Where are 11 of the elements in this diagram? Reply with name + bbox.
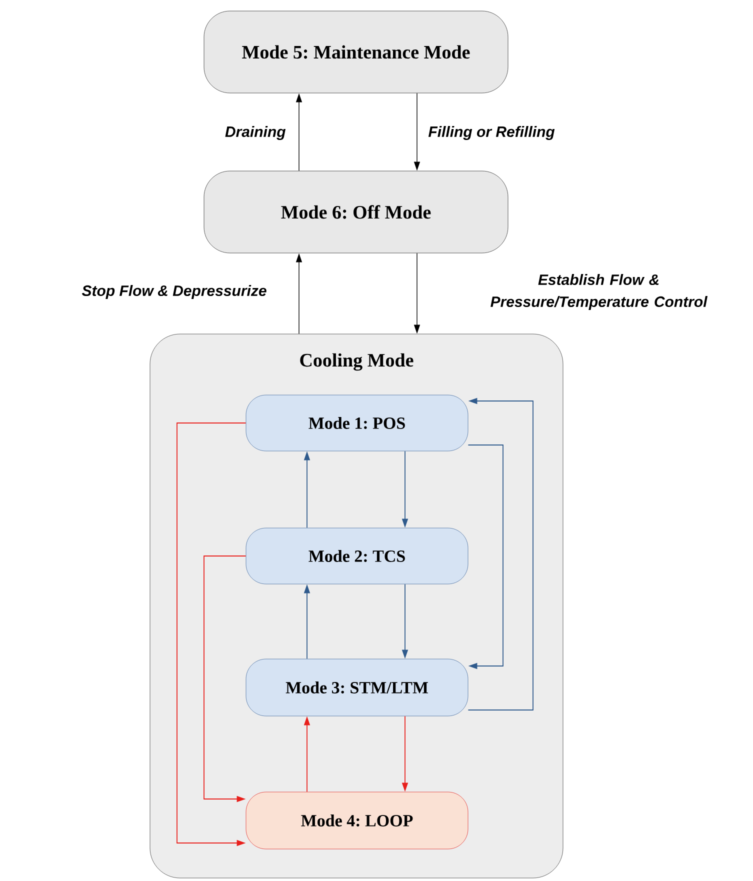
- edge-label: Draining: [225, 126, 286, 140]
- arrow: [468, 444, 504, 670]
- edge-label: Filling or Refilling: [428, 126, 555, 140]
- state-box: Mode 3: STM/LTM: [246, 658, 468, 716]
- state-box: Mode 6: Off Mode: [204, 170, 508, 254]
- edge-label: Stop Flow & Depressurize: [82, 285, 266, 299]
- state-box: Mode 2: TCS: [246, 528, 468, 584]
- state-box: Mode 4: LOOP: [246, 792, 468, 850]
- state-box: Mode 5: Maintenance Mode: [204, 10, 508, 94]
- state-box: Mode 1: POS: [246, 394, 468, 452]
- edge-label: Establish Flow & Pressure/Temperature Control: [490, 274, 708, 310]
